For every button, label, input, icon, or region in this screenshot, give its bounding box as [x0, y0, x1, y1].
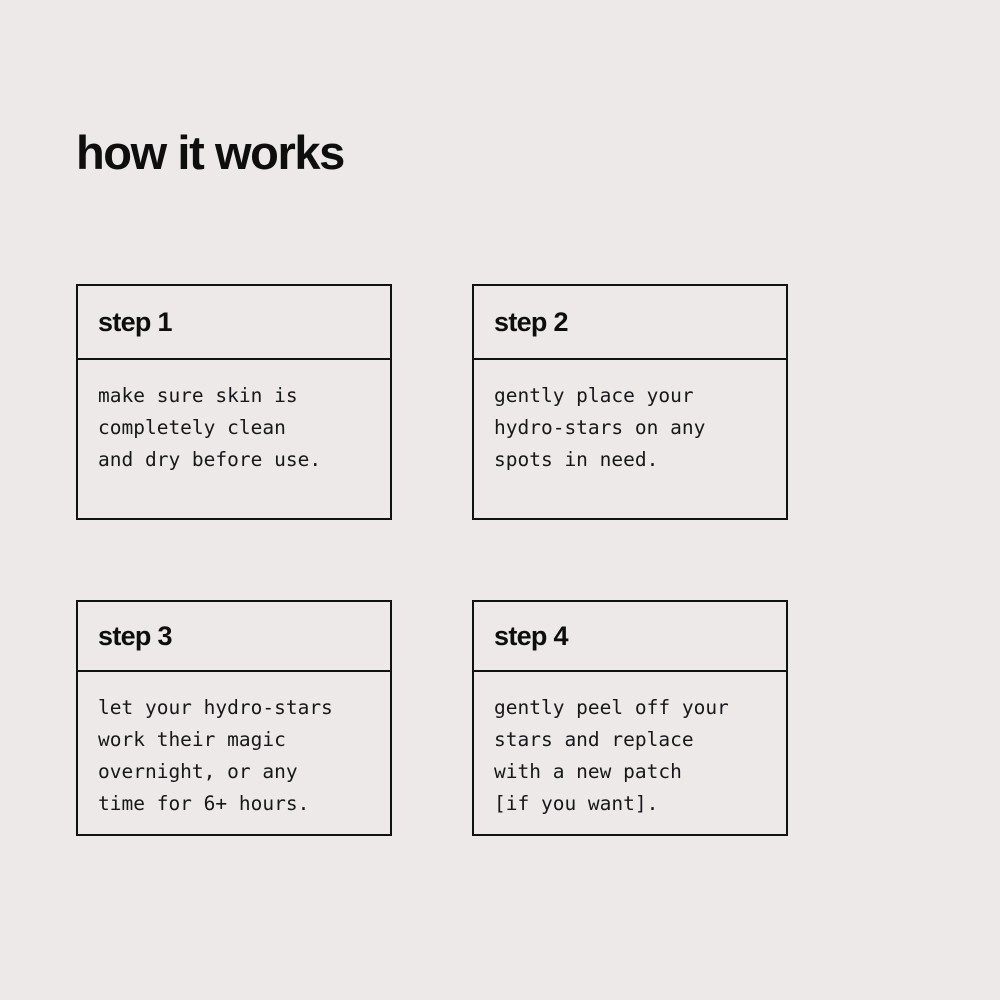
step-card-3: step 3 let your hydro-stars work their m…: [76, 600, 392, 836]
step-card-title-1: step 1: [98, 306, 173, 337]
step-card-header-1: step 1: [78, 286, 390, 360]
step-card-body-3: let your hydro-stars work their magic ov…: [78, 672, 390, 834]
step-card-4: step 4 gently peel off your stars and re…: [472, 600, 788, 836]
step-card-body-2: gently place your hydro-stars on any spo…: [474, 360, 786, 518]
step-card-title-3: step 3: [98, 620, 173, 651]
step-card-text-1: make sure skin is completely clean and d…: [98, 384, 322, 471]
step-card-body-1: make sure skin is completely clean and d…: [78, 360, 390, 518]
step-card-header-3: step 3: [78, 602, 390, 672]
step-card-text-4: gently peel off your stars and replace w…: [494, 696, 729, 815]
step-card-1: step 1 make sure skin is completely clea…: [76, 284, 392, 520]
step-card-header-4: step 4: [474, 602, 786, 672]
steps-grid: step 1 make sure skin is completely clea…: [76, 284, 788, 836]
step-card-title-4: step 4: [494, 620, 569, 651]
step-card-text-3: let your hydro-stars work their magic ov…: [98, 696, 333, 815]
step-card-title-2: step 2: [494, 306, 569, 337]
step-card-header-2: step 2: [474, 286, 786, 360]
step-card-text-2: gently place your hydro-stars on any spo…: [494, 384, 706, 471]
step-card-2: step 2 gently place your hydro-stars on …: [472, 284, 788, 520]
page-title: how it works: [76, 126, 345, 180]
step-card-body-4: gently peel off your stars and replace w…: [474, 672, 786, 834]
